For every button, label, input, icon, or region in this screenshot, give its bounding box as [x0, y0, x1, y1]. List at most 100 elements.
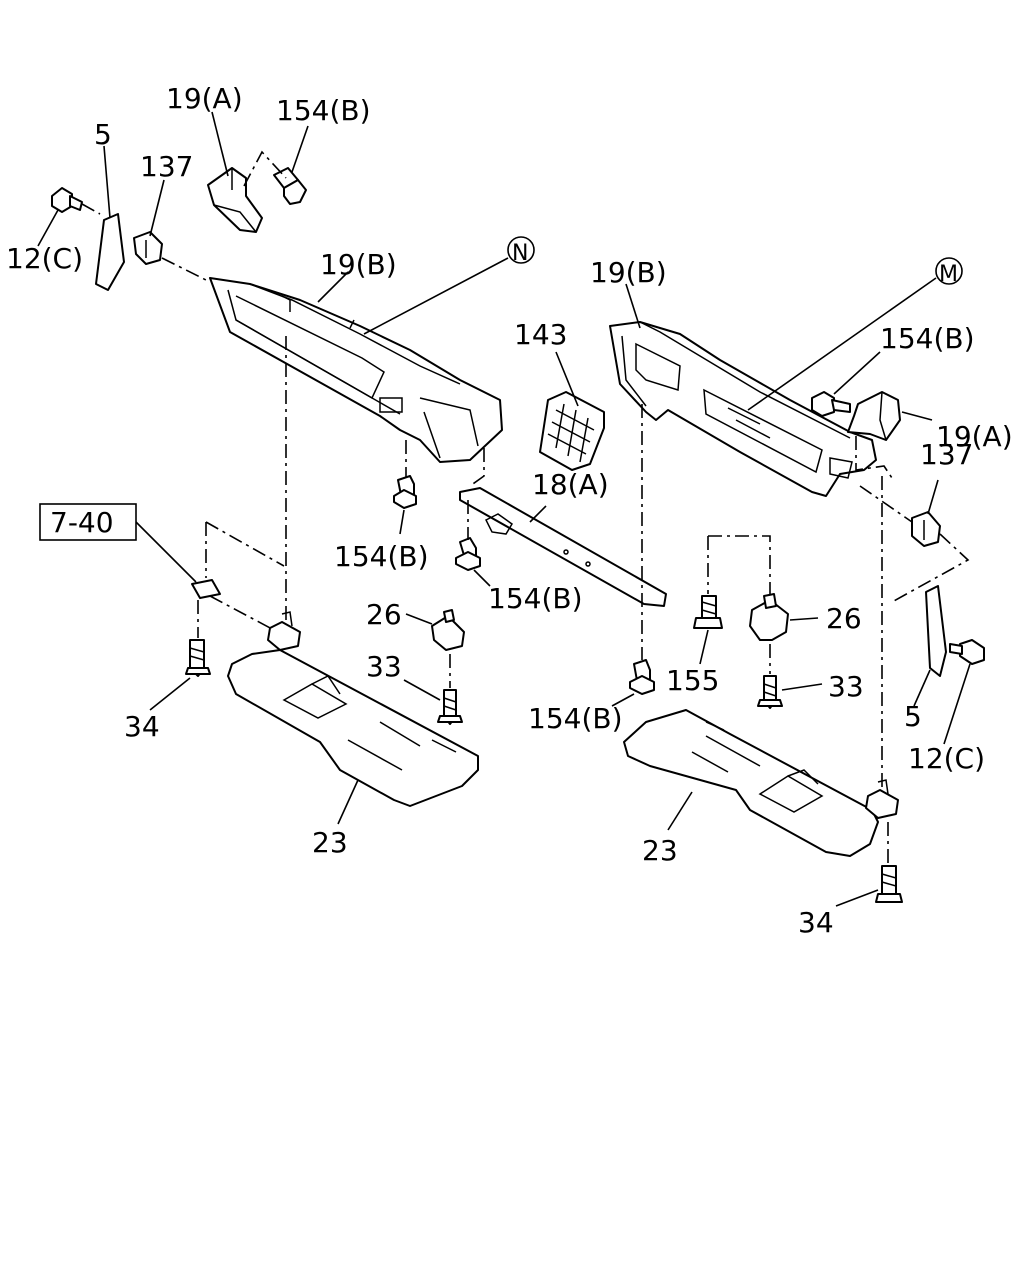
axis-18a-top — [469, 448, 485, 487]
leader-154b-right — [833, 351, 881, 395]
screw-33-left — [437, 689, 463, 725]
leader-154b-mid1 — [399, 509, 405, 535]
bracket-19a-right — [847, 391, 901, 441]
plate-5-left — [95, 213, 125, 291]
axis-137-bracket-left — [161, 257, 211, 283]
leader-5-right — [913, 669, 931, 707]
leader-34-left — [149, 677, 191, 711]
bracket-19b-left — [209, 277, 503, 463]
label-m: M — [939, 262, 958, 287]
label-19a-right: 19(A) — [936, 420, 1013, 453]
plate-5-right — [925, 585, 947, 677]
label-19a-top: 19(A) — [166, 82, 243, 115]
leader-23-left — [337, 779, 359, 825]
screw-12c-right — [949, 639, 985, 665]
leader-23-right — [667, 791, 693, 831]
screw-12c-left — [51, 187, 83, 213]
sun-visor-23-right — [623, 709, 879, 857]
leader-154b-mid2 — [473, 569, 491, 587]
clip-26-right — [749, 593, 789, 641]
axis-7-40-visor — [209, 595, 275, 631]
leader-12c-right — [943, 663, 971, 745]
label-26-left: 26 — [366, 598, 402, 631]
leader-12c-left — [37, 209, 59, 247]
label-26-right: 26 — [826, 602, 862, 635]
bolt-154b-mid1 — [393, 475, 417, 509]
axis-7-40-left — [205, 521, 285, 578]
clip-137-left — [133, 231, 163, 265]
axis-12c-left — [81, 203, 101, 215]
axis-137-right — [859, 485, 913, 523]
callout-circle-n — [507, 236, 535, 264]
label-33-left: 33 — [366, 650, 402, 683]
bolt-154b-right — [811, 391, 851, 417]
label-154b-top: 154(B) — [276, 94, 371, 127]
leader-m — [747, 277, 937, 411]
label-19b-left: 19(B) — [320, 248, 397, 281]
label-18a: 18(A) — [532, 468, 609, 501]
label-154b-right: 154(B) — [880, 322, 975, 355]
label-154b-mid2: 154(B) — [488, 582, 583, 615]
bolt-154b-mid2 — [455, 537, 481, 571]
screw-33-right — [757, 675, 783, 709]
axis-19a-154b — [243, 150, 287, 187]
leader-18a — [529, 505, 547, 523]
leader-26-left — [405, 613, 433, 625]
leader-154b-low — [611, 693, 635, 707]
leader-19b-right — [625, 283, 641, 329]
label-12c-right: 12(C) — [908, 742, 985, 775]
label-137-right: 137 — [920, 438, 973, 471]
leader-33-right — [781, 683, 823, 691]
bracket-19a-top — [207, 167, 263, 233]
screw-34-left — [185, 639, 211, 677]
axis-137-plate-right — [891, 533, 970, 603]
sun-visor-23-left — [227, 649, 479, 807]
label-137-left: 137 — [140, 150, 193, 183]
leader-33-left — [403, 679, 441, 701]
label-155: 155 — [666, 664, 719, 697]
label-n: N — [512, 241, 528, 266]
leader-155 — [699, 629, 709, 665]
label-143: 143 — [514, 318, 567, 351]
label-23-right: 23 — [642, 834, 678, 867]
label-34-left: 34 — [124, 710, 160, 743]
label-34-right: 34 — [798, 906, 834, 939]
label-23-left: 23 — [312, 826, 348, 859]
visor-clip-right — [865, 779, 899, 819]
axis-19a-right — [855, 436, 893, 479]
leader-19a-right — [901, 411, 933, 421]
vent-143 — [539, 391, 605, 471]
visor-clip-left — [267, 611, 301, 651]
clip-137-right — [911, 511, 941, 547]
bracket-19b-right — [609, 321, 877, 497]
axis-155-26 — [707, 535, 771, 596]
small-bracket-7-40 — [191, 579, 221, 599]
leader-7-40 — [135, 521, 197, 583]
leader-137-right — [927, 479, 939, 515]
leader-26-right — [789, 617, 819, 621]
leader-n — [363, 257, 509, 335]
leader-19b-left — [317, 271, 349, 303]
leader-154b-top — [291, 125, 309, 173]
bolt-154b-low — [629, 659, 655, 695]
leader-19a-top — [211, 111, 229, 177]
label-154b-mid1: 154(B) — [334, 540, 429, 573]
leader-137-left — [149, 179, 165, 237]
label-19b-right: 19(B) — [590, 256, 667, 289]
label-5-left: 5 — [94, 118, 112, 151]
label-5-right: 5 — [904, 700, 922, 733]
label-33-right: 33 — [828, 670, 864, 703]
callout-circle-m — [935, 257, 963, 285]
leader-34-right — [835, 889, 879, 907]
screw-34-right — [875, 865, 903, 903]
leader-5-left — [103, 145, 111, 219]
leader-143 — [555, 351, 579, 407]
label-7-40: 7-40 — [50, 506, 114, 539]
label-12c-left: 12(C) — [6, 242, 83, 275]
bracket-18a — [459, 487, 667, 607]
screw-155 — [693, 595, 723, 629]
label-154b-low: 154(B) — [528, 702, 623, 735]
bolt-154b-top — [273, 167, 307, 205]
clip-26-left — [431, 609, 465, 651]
